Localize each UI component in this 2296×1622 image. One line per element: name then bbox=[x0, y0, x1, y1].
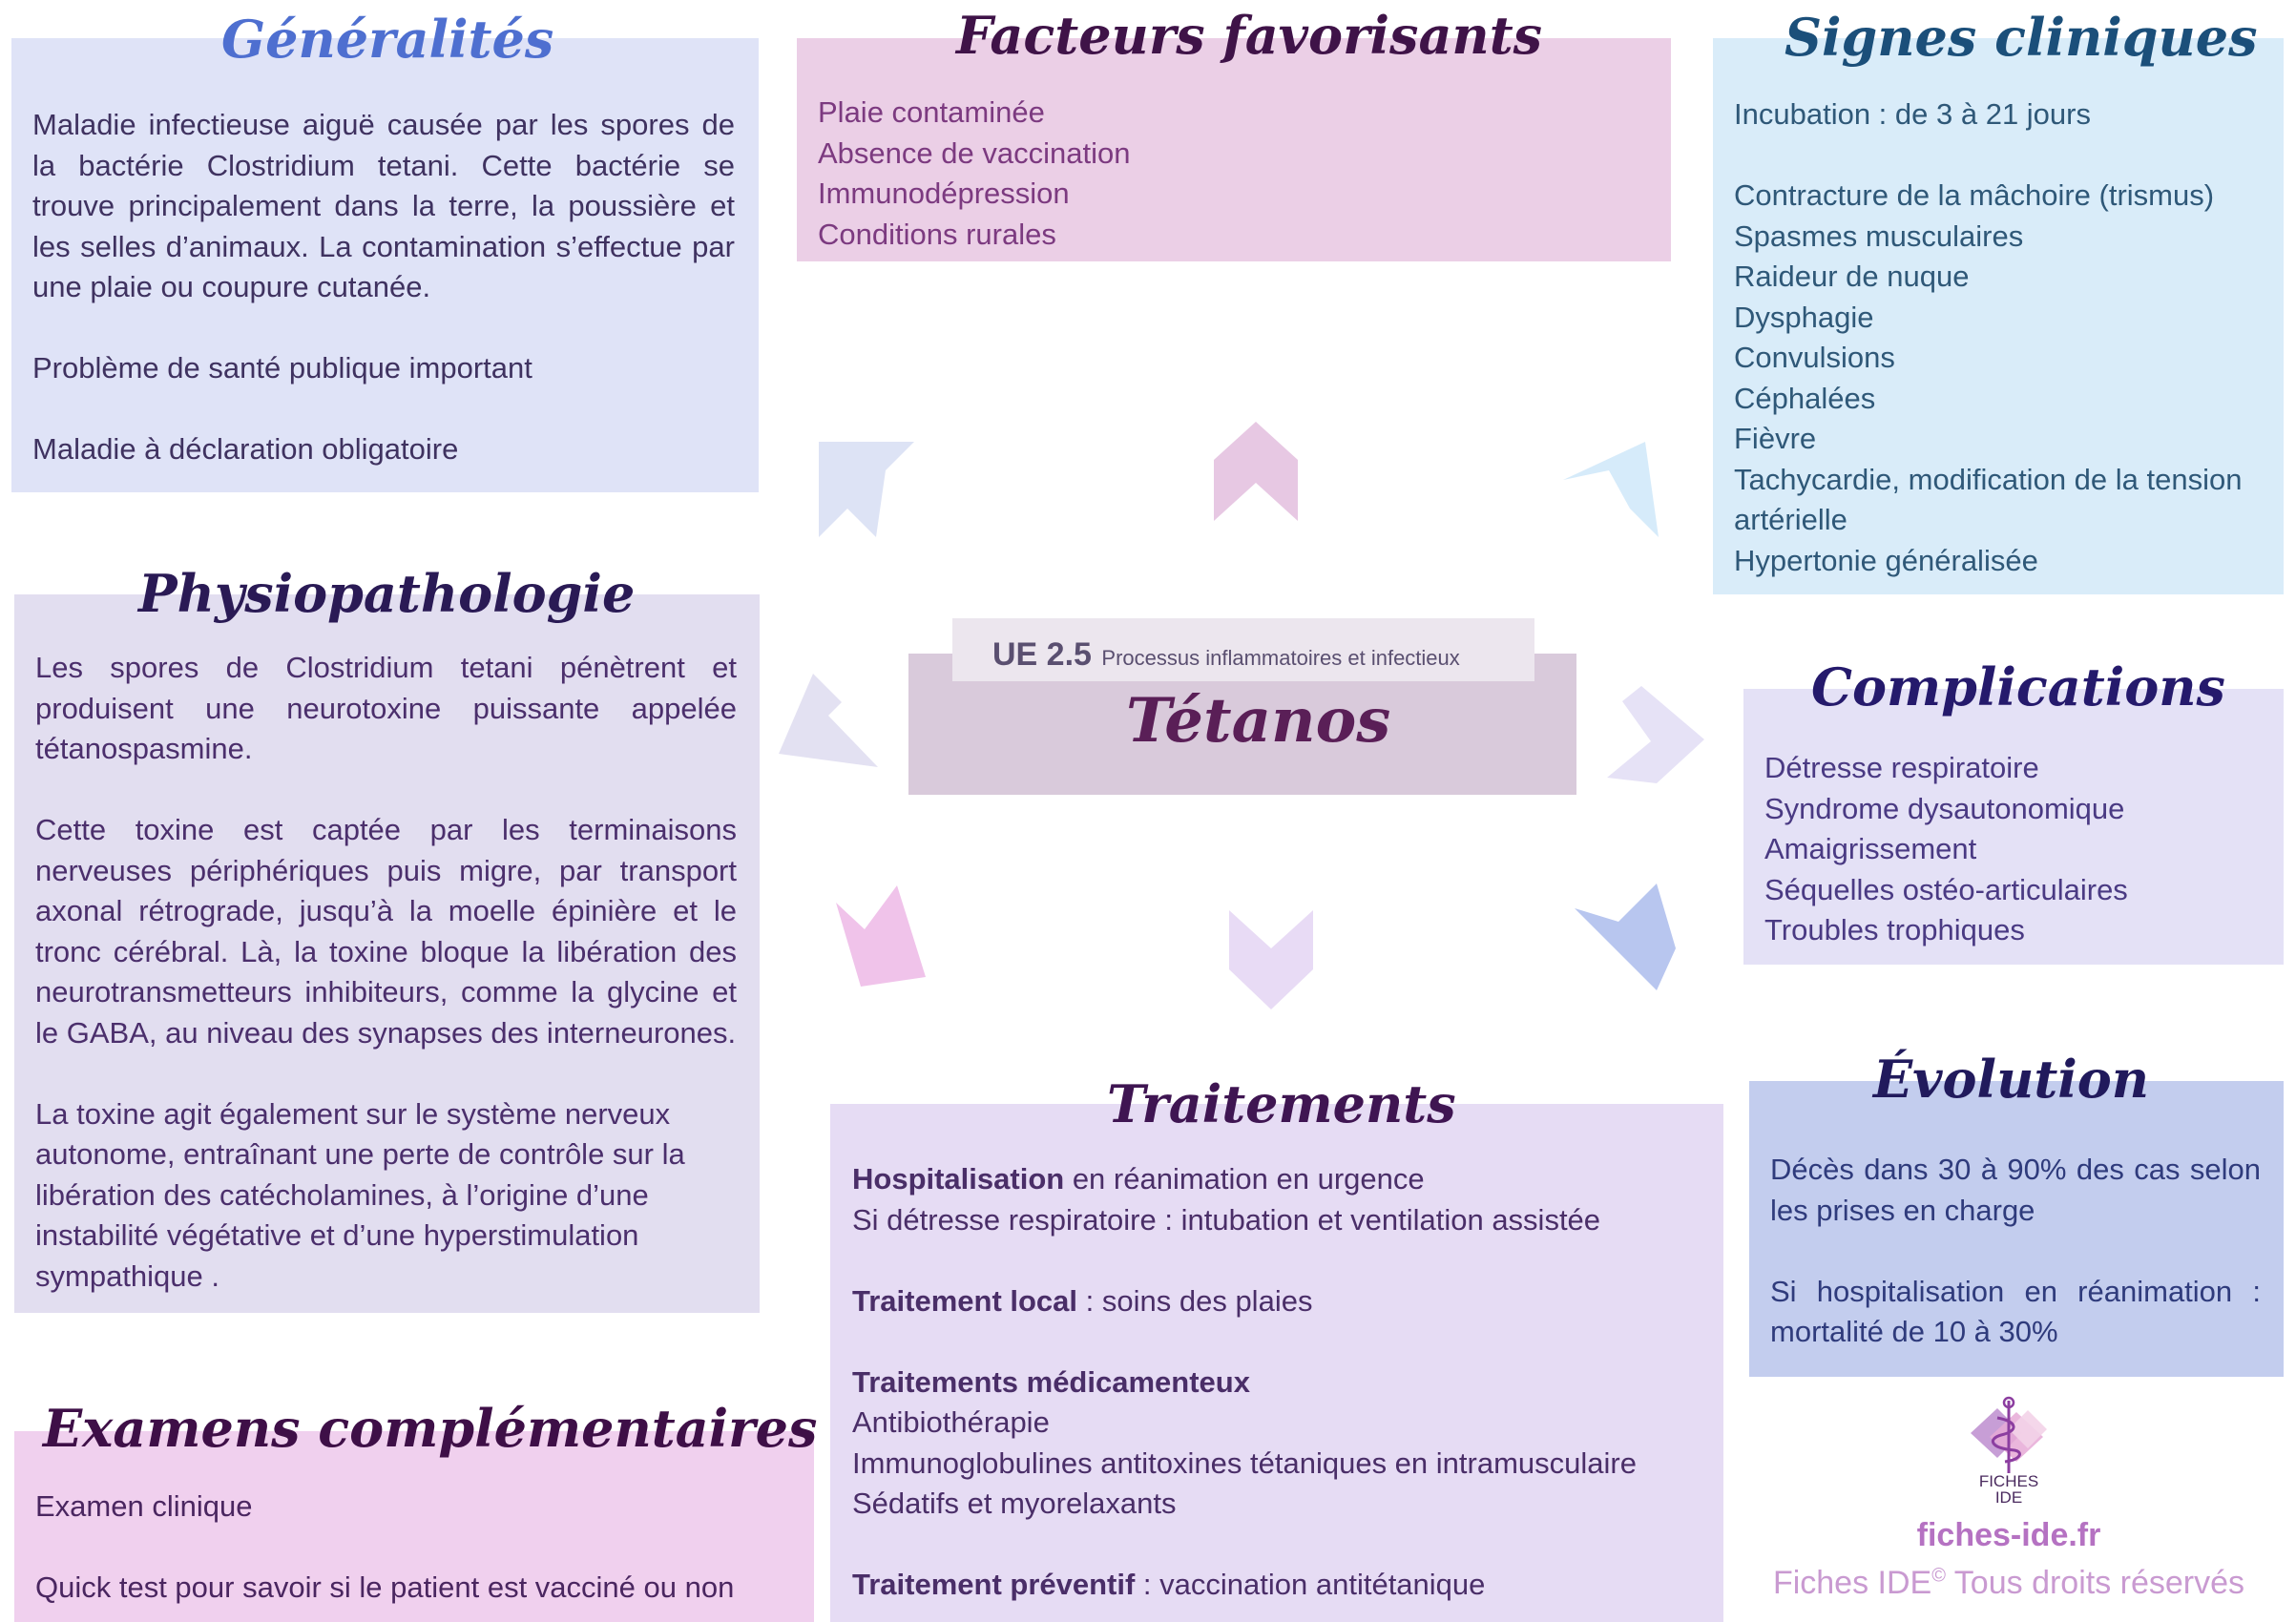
physio-content: Les spores de Clostridium tetani pénètre… bbox=[35, 648, 737, 1297]
hospitalisation-label: Hospitalisation bbox=[852, 1162, 1065, 1196]
facteurs-title: Facteurs favorisants bbox=[956, 5, 1543, 66]
medicament-item: Immunoglobulines antitoxines tétaniques … bbox=[852, 1445, 1637, 1480]
signe-item: Tachycardie, modification de la tension … bbox=[1734, 462, 2243, 537]
signe-item: Raideur de nuque bbox=[1734, 260, 1970, 293]
complication-item: Amaigrissement bbox=[1764, 832, 1977, 865]
arrow-down-icon bbox=[1229, 910, 1313, 1009]
examen-item: Examen clinique bbox=[35, 1489, 253, 1523]
ue-subtitle: Processus inflammatoires et infectieux bbox=[1101, 646, 1460, 670]
logo-line1: FICHES bbox=[1978, 1472, 2039, 1490]
signe-item: Dysphagie bbox=[1734, 300, 1874, 334]
generalites-content: Maladie infectieuse aiguë causée par les… bbox=[32, 105, 735, 470]
ue-tab bbox=[952, 618, 1534, 681]
traitements-title: Traitements bbox=[1107, 1073, 1456, 1134]
complication-item: Syndrome dysautonomique bbox=[1764, 791, 2125, 825]
facteur-item: Immunodépression bbox=[818, 177, 1070, 210]
facteur-item: Conditions rurales bbox=[818, 217, 1056, 251]
signe-item: Spasmes musculaires bbox=[1734, 218, 2024, 253]
evolution-box bbox=[1749, 1081, 2284, 1377]
signe-item: Hypertonie généralisée bbox=[1734, 543, 2038, 577]
complication-item: Détresse respiratoire bbox=[1764, 751, 2039, 784]
generalites-paragraph: Maladie infectieuse aiguë causée par les… bbox=[32, 108, 735, 303]
signe-item: Fièvre bbox=[1734, 422, 1817, 455]
signe-item: Contracture de la mâchoire (trismus) bbox=[1734, 178, 2215, 212]
signes-title: Signes cliniques bbox=[1785, 7, 2258, 68]
generalites-box bbox=[11, 38, 759, 492]
facteurs-box bbox=[797, 38, 1671, 261]
copyright-prefix: Fiches IDE bbox=[1772, 1565, 1932, 1601]
generalites-paragraph: Maladie à déclaration obligatoire bbox=[32, 432, 459, 466]
site-link[interactable]: fiches-ide.fr bbox=[1916, 1517, 2101, 1553]
complications-box bbox=[1743, 689, 2284, 965]
signes-list: Incubation : de 3 à 21 jours Contracture… bbox=[1734, 94, 2276, 581]
examens-box bbox=[14, 1431, 814, 1622]
physio-paragraph: La toxine agit également sur le système … bbox=[35, 1096, 685, 1293]
evolution-paragraph: Si hospitalisation en réanimation : mort… bbox=[1770, 1274, 2261, 1349]
arrow-down-left-icon bbox=[836, 885, 926, 987]
logo-text: FICHES IDE bbox=[1961, 1473, 2056, 1506]
signes-box bbox=[1713, 38, 2284, 594]
local-text: : soins des plaies bbox=[1077, 1283, 1313, 1318]
evolution-title: Évolution bbox=[1873, 1049, 2150, 1110]
facteur-item: Absence de vaccination bbox=[818, 135, 1131, 170]
traitements-content: Hospitalisation en réanimation en urgenc… bbox=[852, 1159, 1711, 1606]
hospitalisation-text: en réanimation en urgence bbox=[1064, 1162, 1425, 1196]
generalites-title: Généralités bbox=[221, 9, 554, 70]
signes-incubation: Incubation : de 3 à 21 jours bbox=[1734, 97, 2091, 131]
physio-title: Physiopathologie bbox=[138, 563, 636, 624]
signe-item: Céphalées bbox=[1734, 381, 1876, 415]
generalites-paragraph: Problème de santé publique important bbox=[32, 351, 532, 385]
preventif-label: Traitement préventif bbox=[852, 1568, 1136, 1601]
traitement-hospitalisation: Hospitalisation en réanimation en urgenc… bbox=[852, 1159, 1711, 1200]
evolution-content: Décès dans 30 à 90% des cas selon les pr… bbox=[1770, 1150, 2261, 1353]
examens-content: Examen clinique Quick test pour savoir s… bbox=[35, 1487, 799, 1609]
complications-list: Détresse respiratoire Syndrome dysautono… bbox=[1764, 748, 2270, 951]
complication-item: Troubles trophiques bbox=[1764, 913, 2025, 946]
physio-paragraph: Les spores de Clostridium tetani pénètre… bbox=[35, 651, 737, 765]
copyright-suffix: Tous droits réservés bbox=[1945, 1565, 2245, 1601]
ue-code: UE 2.5 bbox=[992, 636, 1092, 673]
arrow-left-icon bbox=[779, 674, 878, 767]
copyright: Fiches IDE© Tous droits réservés bbox=[1742, 1565, 2276, 1602]
physio-box bbox=[14, 594, 760, 1313]
examens-title: Examens complémentaires bbox=[43, 1398, 818, 1459]
signe-item: Convulsions bbox=[1734, 341, 1895, 374]
arrow-down-right-icon bbox=[1575, 884, 1676, 990]
arrow-up-right-icon bbox=[1563, 442, 1659, 537]
fiches-ide-logo-icon bbox=[1971, 1396, 2047, 1473]
arrow-up-left-icon bbox=[819, 442, 914, 537]
facteurs-list: Plaie contaminée Absence de vaccination … bbox=[818, 93, 1648, 255]
traitement-preventif: Traitement préventif : vaccination antit… bbox=[852, 1565, 1711, 1606]
local-label: Traitement local bbox=[852, 1283, 1078, 1318]
medicament-item: Sédatifs et myorelaxants bbox=[852, 1487, 1177, 1520]
evolution-paragraph: Décès dans 30 à 90% des cas selon les pr… bbox=[1770, 1153, 2261, 1227]
arrow-up-icon bbox=[1214, 422, 1298, 521]
traitement-local: Traitement local : soins des plaies bbox=[852, 1281, 1711, 1322]
examen-item: Quick test pour savoir si le patient est… bbox=[35, 1570, 735, 1604]
complications-title: Complications bbox=[1811, 656, 2225, 717]
physio-paragraph: Cette toxine est captée par les terminai… bbox=[35, 813, 737, 1050]
logo-line2: IDE bbox=[1994, 1488, 2023, 1507]
complication-item: Séquelles ostéo-articulaires bbox=[1764, 872, 2128, 906]
arrow-right-icon bbox=[1607, 686, 1704, 783]
medicamenteux-label: Traitements médicamenteux bbox=[852, 1364, 1250, 1399]
copyright-mark: © bbox=[1931, 1565, 1946, 1587]
traitement-detresse: Si détresse respiratoire : intubation et… bbox=[852, 1202, 1601, 1237]
preventif-text: : vaccination antitétanique bbox=[1135, 1568, 1486, 1601]
facteur-item: Plaie contaminée bbox=[818, 95, 1045, 129]
page-title: Tétanos bbox=[1126, 685, 1391, 757]
medicament-item: Antibiothérapie bbox=[852, 1405, 1050, 1439]
traitements-box bbox=[830, 1104, 1723, 1622]
ue-label: UE 2.5 Processus inflammatoires et infec… bbox=[992, 636, 1460, 674]
